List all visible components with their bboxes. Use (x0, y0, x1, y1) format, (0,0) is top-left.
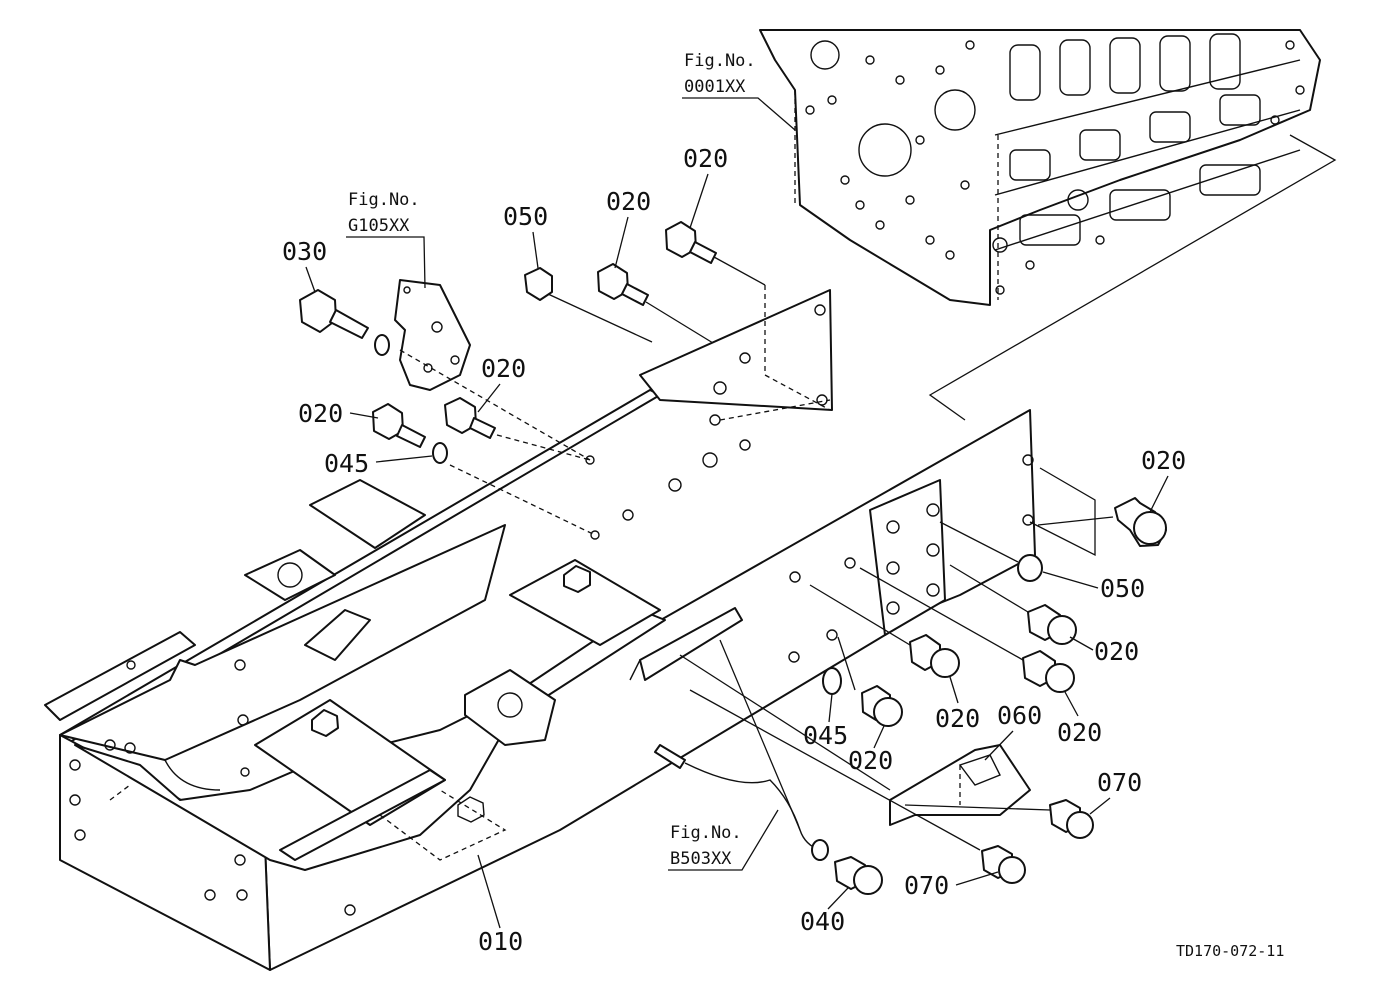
ref-engine-line2: 0001XX (684, 77, 746, 97)
ref-bracket-line1: Fig.No. (348, 190, 420, 210)
ref-harness-line2: B503XX (670, 849, 732, 869)
ref-engine-line1: Fig.No. (684, 51, 756, 71)
fasteners (299, 221, 1167, 895)
label-060: 060 (997, 701, 1042, 730)
ref-engine: Fig.No. 0001XX (682, 51, 796, 131)
label-020-a: 020 (683, 144, 728, 173)
ref-harness: Fig.No. B503XX (668, 809, 779, 871)
ref-harness-line1: Fig.No. (670, 823, 742, 843)
label-070-b: 070 (904, 871, 949, 900)
label-040: 040 (800, 907, 845, 936)
label-030: 030 (282, 237, 327, 266)
ref-bracket: Fig.No. G105XX (346, 190, 426, 289)
label-020-e: 020 (1141, 446, 1186, 475)
engine-block (759, 29, 1337, 421)
alignment-lines (399, 256, 1114, 851)
label-020-c: 020 (481, 354, 526, 383)
bracket-g105 (394, 279, 471, 391)
label-045-a: 045 (324, 449, 369, 478)
label-020-d: 020 (298, 399, 343, 428)
drawing-code: TD170-072-11 (1176, 942, 1284, 960)
label-045-b: 045 (803, 721, 848, 750)
part-labels: 020 020 050 030 020 020 045 020 050 020 … (282, 144, 1186, 956)
label-050-a: 050 (503, 202, 548, 231)
label-070-a: 070 (1097, 768, 1142, 797)
label-020-b: 020 (606, 187, 651, 216)
label-020-g: 020 (1057, 718, 1102, 747)
ref-bracket-line2: G105XX (348, 216, 410, 236)
label-050-b: 050 (1100, 574, 1145, 603)
label-020-h: 020 (935, 704, 980, 733)
label-020-i: 020 (848, 746, 893, 775)
label-010: 010 (478, 927, 523, 956)
frame-010 (44, 285, 1036, 971)
label-020-f: 020 (1094, 637, 1139, 666)
